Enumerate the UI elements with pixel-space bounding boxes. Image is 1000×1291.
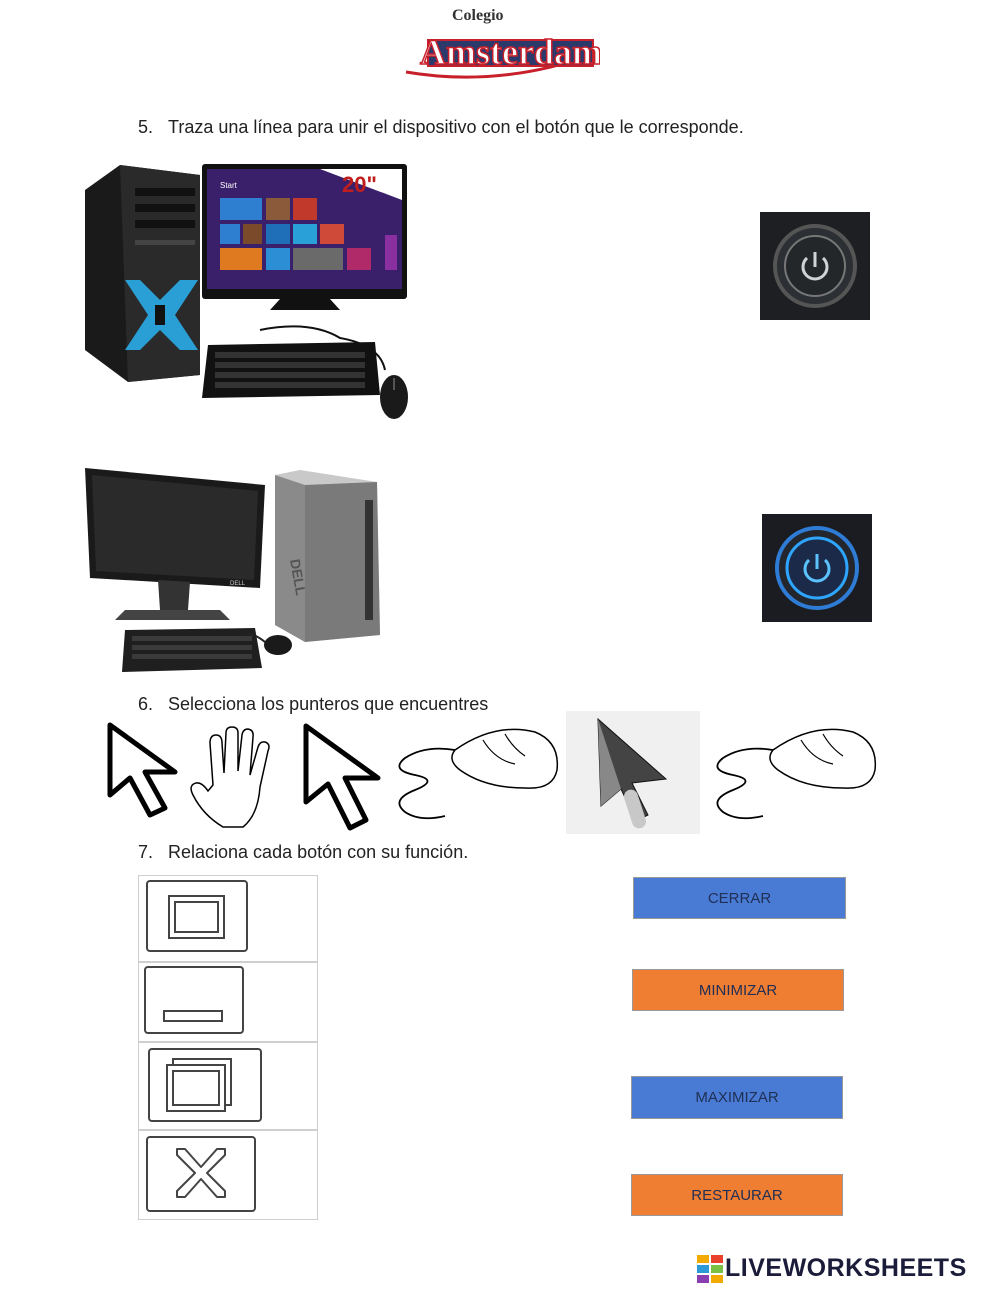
logo-line2: Amsterdam (420, 32, 600, 72)
pointer-option-mouse-1[interactable] (385, 720, 560, 830)
question-5-text: Traza una línea para unir el dispositivo… (168, 117, 744, 137)
pointer-option-arrow-1[interactable] (105, 720, 185, 820)
computer-mouse-icon (398, 728, 559, 820)
computer-image-2[interactable]: DELL DELL (80, 460, 385, 672)
computer-mouse-icon (716, 728, 877, 820)
power-icon (803, 558, 831, 583)
power-icon (801, 256, 829, 281)
svg-text:DELL: DELL (230, 581, 246, 587)
footer-brand-text: LIVEWORKSHEETS (725, 1254, 967, 1282)
question-7-number: 7. (138, 842, 154, 862)
power-button-blue[interactable] (762, 514, 872, 622)
question-5: 5. Traza una línea para unir el dispositi… (138, 117, 744, 138)
question-7-text: Relaciona cada botón con su función. (168, 842, 469, 862)
control-minimize-box[interactable] (138, 962, 318, 1042)
footer-brand: LIVEWORKSHEETS (697, 1254, 967, 1283)
close-icon (146, 1136, 256, 1212)
restore-icon (148, 1048, 262, 1122)
function-cerrar[interactable]: CERRAR (633, 877, 846, 919)
control-maximize-box[interactable] (138, 875, 318, 962)
question-6-number: 6. (138, 694, 154, 714)
arrow-pointer-icon (107, 722, 178, 818)
pointer-option-mouse-2[interactable] (703, 720, 878, 830)
question-6-text: Selecciona los punteros que encuentres (168, 694, 489, 714)
control-restore-box[interactable] (138, 1042, 318, 1130)
computer-image-1[interactable]: 20" Start (80, 160, 415, 425)
logo-line1: Colegio (452, 7, 504, 24)
maximize-icon (146, 880, 248, 952)
pointer-option-3d-arrow[interactable] (566, 711, 700, 834)
function-restaurar[interactable]: RESTAURAR (631, 1174, 843, 1216)
question-6: 6. Selecciona los punteros que encuentres (138, 694, 488, 715)
school-logo: Colegio Amsterdam (400, 2, 603, 87)
monitor-size-badge: 20" (342, 172, 377, 197)
question-5-number: 5. (138, 117, 154, 137)
pointer-option-hand[interactable] (188, 725, 288, 835)
pointer-option-arrow-2[interactable] (300, 720, 385, 835)
minimize-icon (144, 966, 244, 1034)
arrow-pointer-icon (303, 723, 381, 831)
start-label: Start (220, 181, 238, 190)
function-maximizar[interactable]: MAXIMIZAR (631, 1076, 843, 1119)
question-7: 7. Relaciona cada botón con su función. (138, 842, 468, 863)
function-minimizar[interactable]: MINIMIZAR (632, 969, 844, 1011)
power-button-dark[interactable] (760, 212, 870, 320)
arrow-3d-pointer-icon (597, 717, 668, 829)
hand-pointer-icon (190, 726, 270, 828)
svg-text:DELL: DELL (287, 558, 309, 597)
liveworksheets-logo-icon (697, 1254, 723, 1283)
control-close-box[interactable] (138, 1130, 318, 1220)
